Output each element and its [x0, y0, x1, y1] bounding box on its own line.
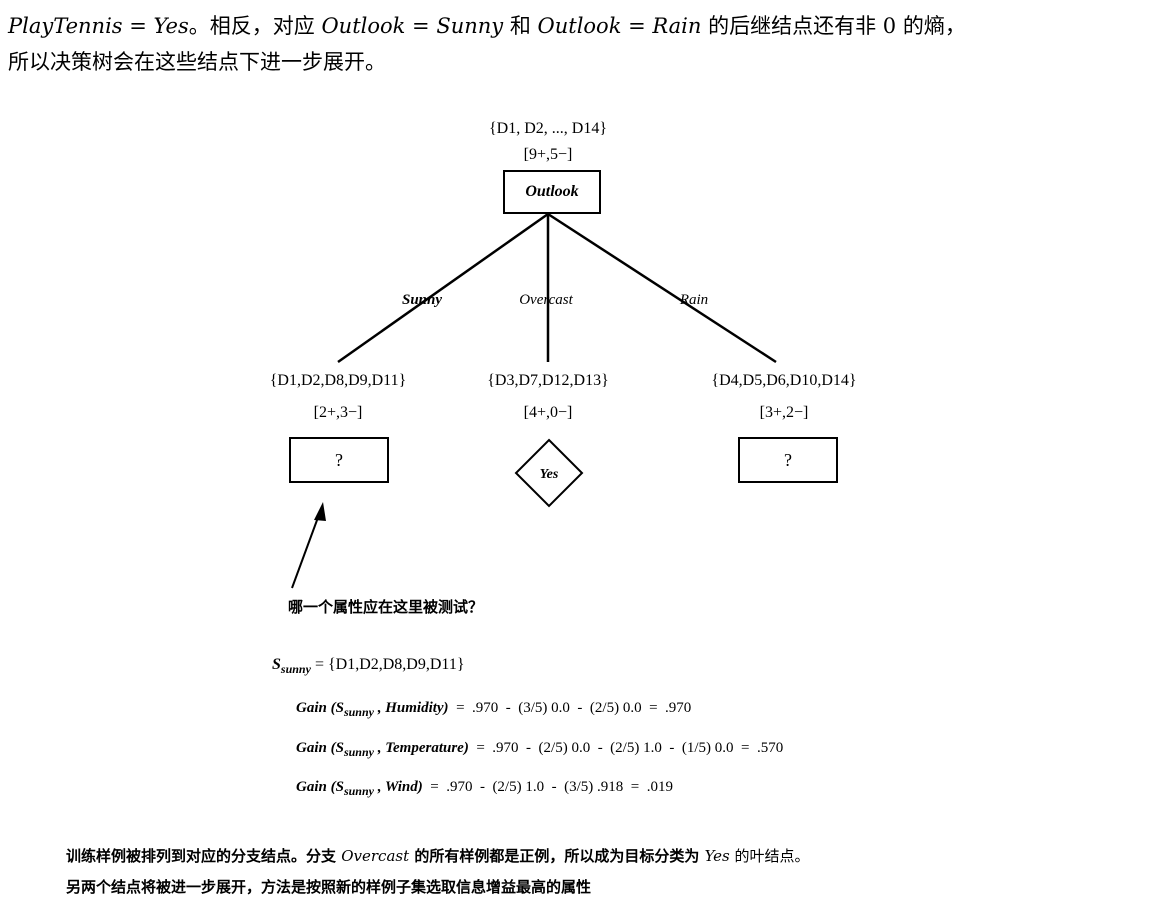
s-symbol: S — [272, 656, 281, 673]
intro-line-2: 所以决策树会在这些结点下进一步展开。 — [8, 50, 386, 74]
gain-humidity-sub: sunny — [343, 705, 374, 719]
gain-wind-pre: Gain (S — [296, 779, 344, 795]
sunny-unknown-node: ? — [289, 437, 389, 483]
s-set: = {D1,D2,D8,D9,D11} — [310, 656, 465, 673]
gain-wind-attr: , Wind) — [373, 779, 423, 795]
overcast-counts: [4+,0−] — [523, 404, 573, 421]
rain-example-set: {D4,D5,D6,D10,D14} — [711, 372, 857, 389]
caption-text-1: 训练样例被排列到对应的分支结点。分支 — [66, 847, 342, 865]
gain-temperature-pre: Gain (S — [296, 740, 344, 756]
leaf-diamond-shape — [514, 438, 584, 508]
gain-humidity-expr: = .970 - (3/5) 0.0 - (2/5) 0.0 = .970 — [448, 700, 692, 716]
caption-line-1: 训练样例被排列到对应的分支结点。分支 Overcast 的所有样例都是正例，所以… — [66, 845, 810, 866]
root-counts: [9+,5−] — [523, 146, 573, 163]
caption-overcast: Overcast — [341, 847, 410, 865]
rain-counts: [3+,2−] — [759, 404, 809, 421]
branch-label-sunny: Sunny — [401, 292, 443, 308]
intro-text-1: 。相反，对应 — [188, 14, 322, 38]
caption-text-2: 的所有样例都是正例，所以成为目标分类为 — [409, 847, 705, 865]
gain-humidity-attr: , Humidity) — [373, 700, 449, 716]
s-sunny-definition: Ssunny = {D1,D2,D8,D9,D11} — [272, 656, 465, 677]
gain-humidity: Gain (Ssunny , Humidity) = .970 - (3/5) … — [296, 700, 691, 720]
gain-temperature-sub: sunny — [343, 745, 374, 759]
s-subscript: sunny — [280, 662, 311, 677]
caption-text-3: 的叶结点。 — [729, 847, 810, 865]
sunny-example-set: {D1,D2,D8,D9,D11} — [269, 372, 407, 389]
gain-temperature-expr: = .970 - (2/5) 0.0 - (2/5) 1.0 - (1/5) 0… — [468, 740, 784, 756]
overcast-leaf-node: Yes — [514, 438, 584, 508]
gain-wind: Gain (Ssunny , Wind) = .970 - (2/5) 1.0 … — [296, 779, 673, 799]
root-example-set: {D1, D2, ..., D14} — [488, 120, 608, 137]
branch-label-overcast: Overcast — [519, 292, 573, 308]
gain-wind-expr: = .970 - (2/5) 1.0 - (3/5) .918 = .019 — [422, 779, 673, 795]
root-attribute-label: Outlook — [525, 183, 579, 200]
sunny-node-label: ? — [335, 449, 343, 470]
intro-text-2: 和 — [503, 14, 538, 38]
intro-line-1: PlayTennis = Yes。相反，对应 Outlook = Sunny 和… — [8, 8, 1168, 44]
intro-text-3: 的后继结点还有非 0 的熵， — [701, 14, 966, 38]
branch-label-rain: Rain — [679, 292, 709, 308]
question-arrow-shaft — [291, 511, 321, 589]
gain-temperature: Gain (Ssunny , Temperature) = .970 - (2/… — [296, 740, 783, 760]
question-arrow-head — [314, 502, 326, 521]
edge-rain — [547, 212, 777, 364]
gain-wind-sub: sunny — [343, 784, 374, 798]
sunny-counts: [2+,3−] — [313, 404, 363, 421]
attribute-question: 哪一个属性应在这里被测试？ — [288, 598, 484, 616]
gain-humidity-pre: Gain (S — [296, 700, 344, 716]
intro-outlook-rain: Outlook = Rain — [537, 14, 702, 38]
intro-outlook-sunny: Outlook = Sunny — [321, 14, 504, 38]
gain-temperature-attr: , Temperature) — [373, 740, 469, 756]
caption-line-2: 另两个结点将被进一步展开，方法是按照新的样例子集选取信息增益最高的属性 — [66, 878, 592, 896]
overcast-example-set: {D3,D7,D12,D13} — [487, 372, 609, 389]
edge-sunny — [337, 212, 549, 364]
rain-node-label: ? — [784, 449, 792, 470]
intro-playtennis-yes: PlayTennis = Yes — [8, 14, 189, 38]
leaf-label: Yes — [540, 467, 559, 482]
rain-unknown-node: ? — [738, 437, 838, 483]
intro-paragraph: PlayTennis = Yes。相反，对应 Outlook = Sunny 和… — [8, 8, 1168, 80]
caption-yes: Yes — [704, 847, 730, 865]
root-attribute-node: Outlook — [503, 170, 601, 214]
